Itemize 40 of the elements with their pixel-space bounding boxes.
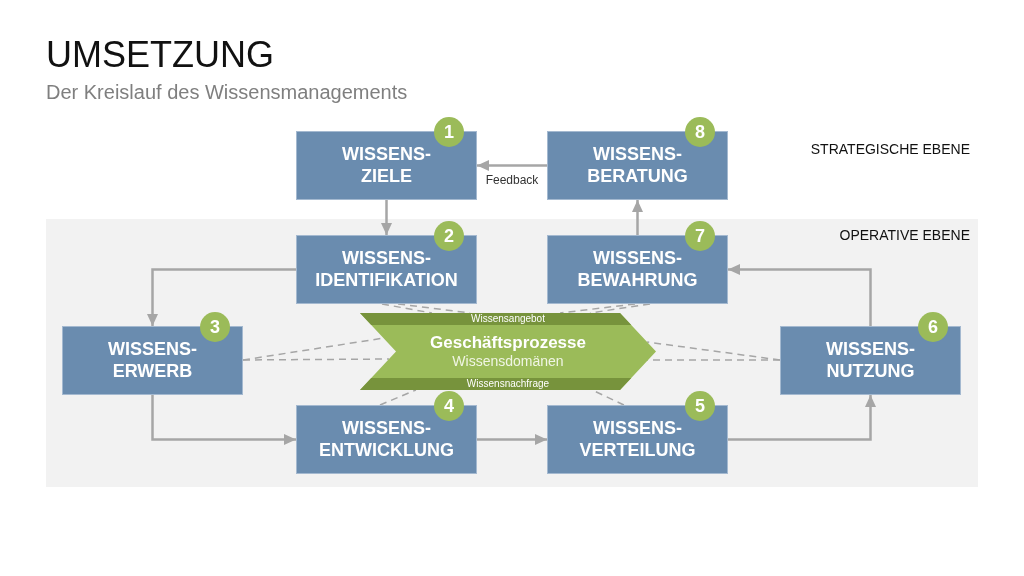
dashed-line (559, 303, 636, 314)
step-number: 6 (918, 312, 948, 342)
step-number: 7 (685, 221, 715, 251)
arrow (728, 264, 872, 326)
level-label: STRATEGISCHE EBENE (810, 140, 970, 158)
step-number: 1 (434, 117, 464, 147)
arrow (477, 434, 547, 445)
dashed-line (381, 303, 433, 314)
box-label: WISSENS- ZIELE (342, 144, 431, 187)
step-number: 3 (200, 312, 230, 342)
arrow (147, 268, 296, 326)
box-label: WISSENS- VERTEILUNG (579, 418, 696, 461)
level-label: OPERATIVE EBENE (839, 226, 970, 244)
strip-label: Wissensnachfrage (466, 378, 550, 390)
box-label: WISSENS- NUTZUNG (826, 339, 915, 382)
box-label: WISSENS- ERWERB (108, 339, 197, 382)
arrow (477, 160, 547, 171)
edge-label: Feedback (483, 172, 541, 187)
slide-subtitle: Der Kreislauf des Wissensmanagements (46, 82, 408, 102)
chevron-subtitle: Wissensdomänen (452, 353, 564, 370)
step-number: 5 (685, 391, 715, 421)
strip-label: Wissensangebot (471, 313, 545, 325)
arrow (381, 200, 392, 235)
arrow (151, 395, 296, 445)
box-label: WISSENS- BERATUNG (587, 144, 688, 187)
step-number: 8 (685, 117, 715, 147)
step-number: 4 (434, 391, 464, 421)
process-chevron (360, 313, 656, 390)
dashed-line (379, 389, 417, 406)
box-label: WISSENS- IDENTIFIKATION (315, 248, 458, 291)
step-number: 2 (434, 221, 464, 251)
box-label: WISSENS- BEWAHRUNG (577, 248, 698, 291)
arrow (632, 200, 643, 235)
chevron-title: Geschäftsprozesse (430, 332, 586, 353)
dashed-line (242, 358, 390, 361)
slide-title: UMSETZUNG (46, 37, 274, 73)
level-band (46, 219, 978, 487)
dashed-line (589, 303, 651, 314)
box-label: WISSENS- ENTWICKLUNG (319, 418, 454, 461)
arrow (728, 395, 876, 441)
